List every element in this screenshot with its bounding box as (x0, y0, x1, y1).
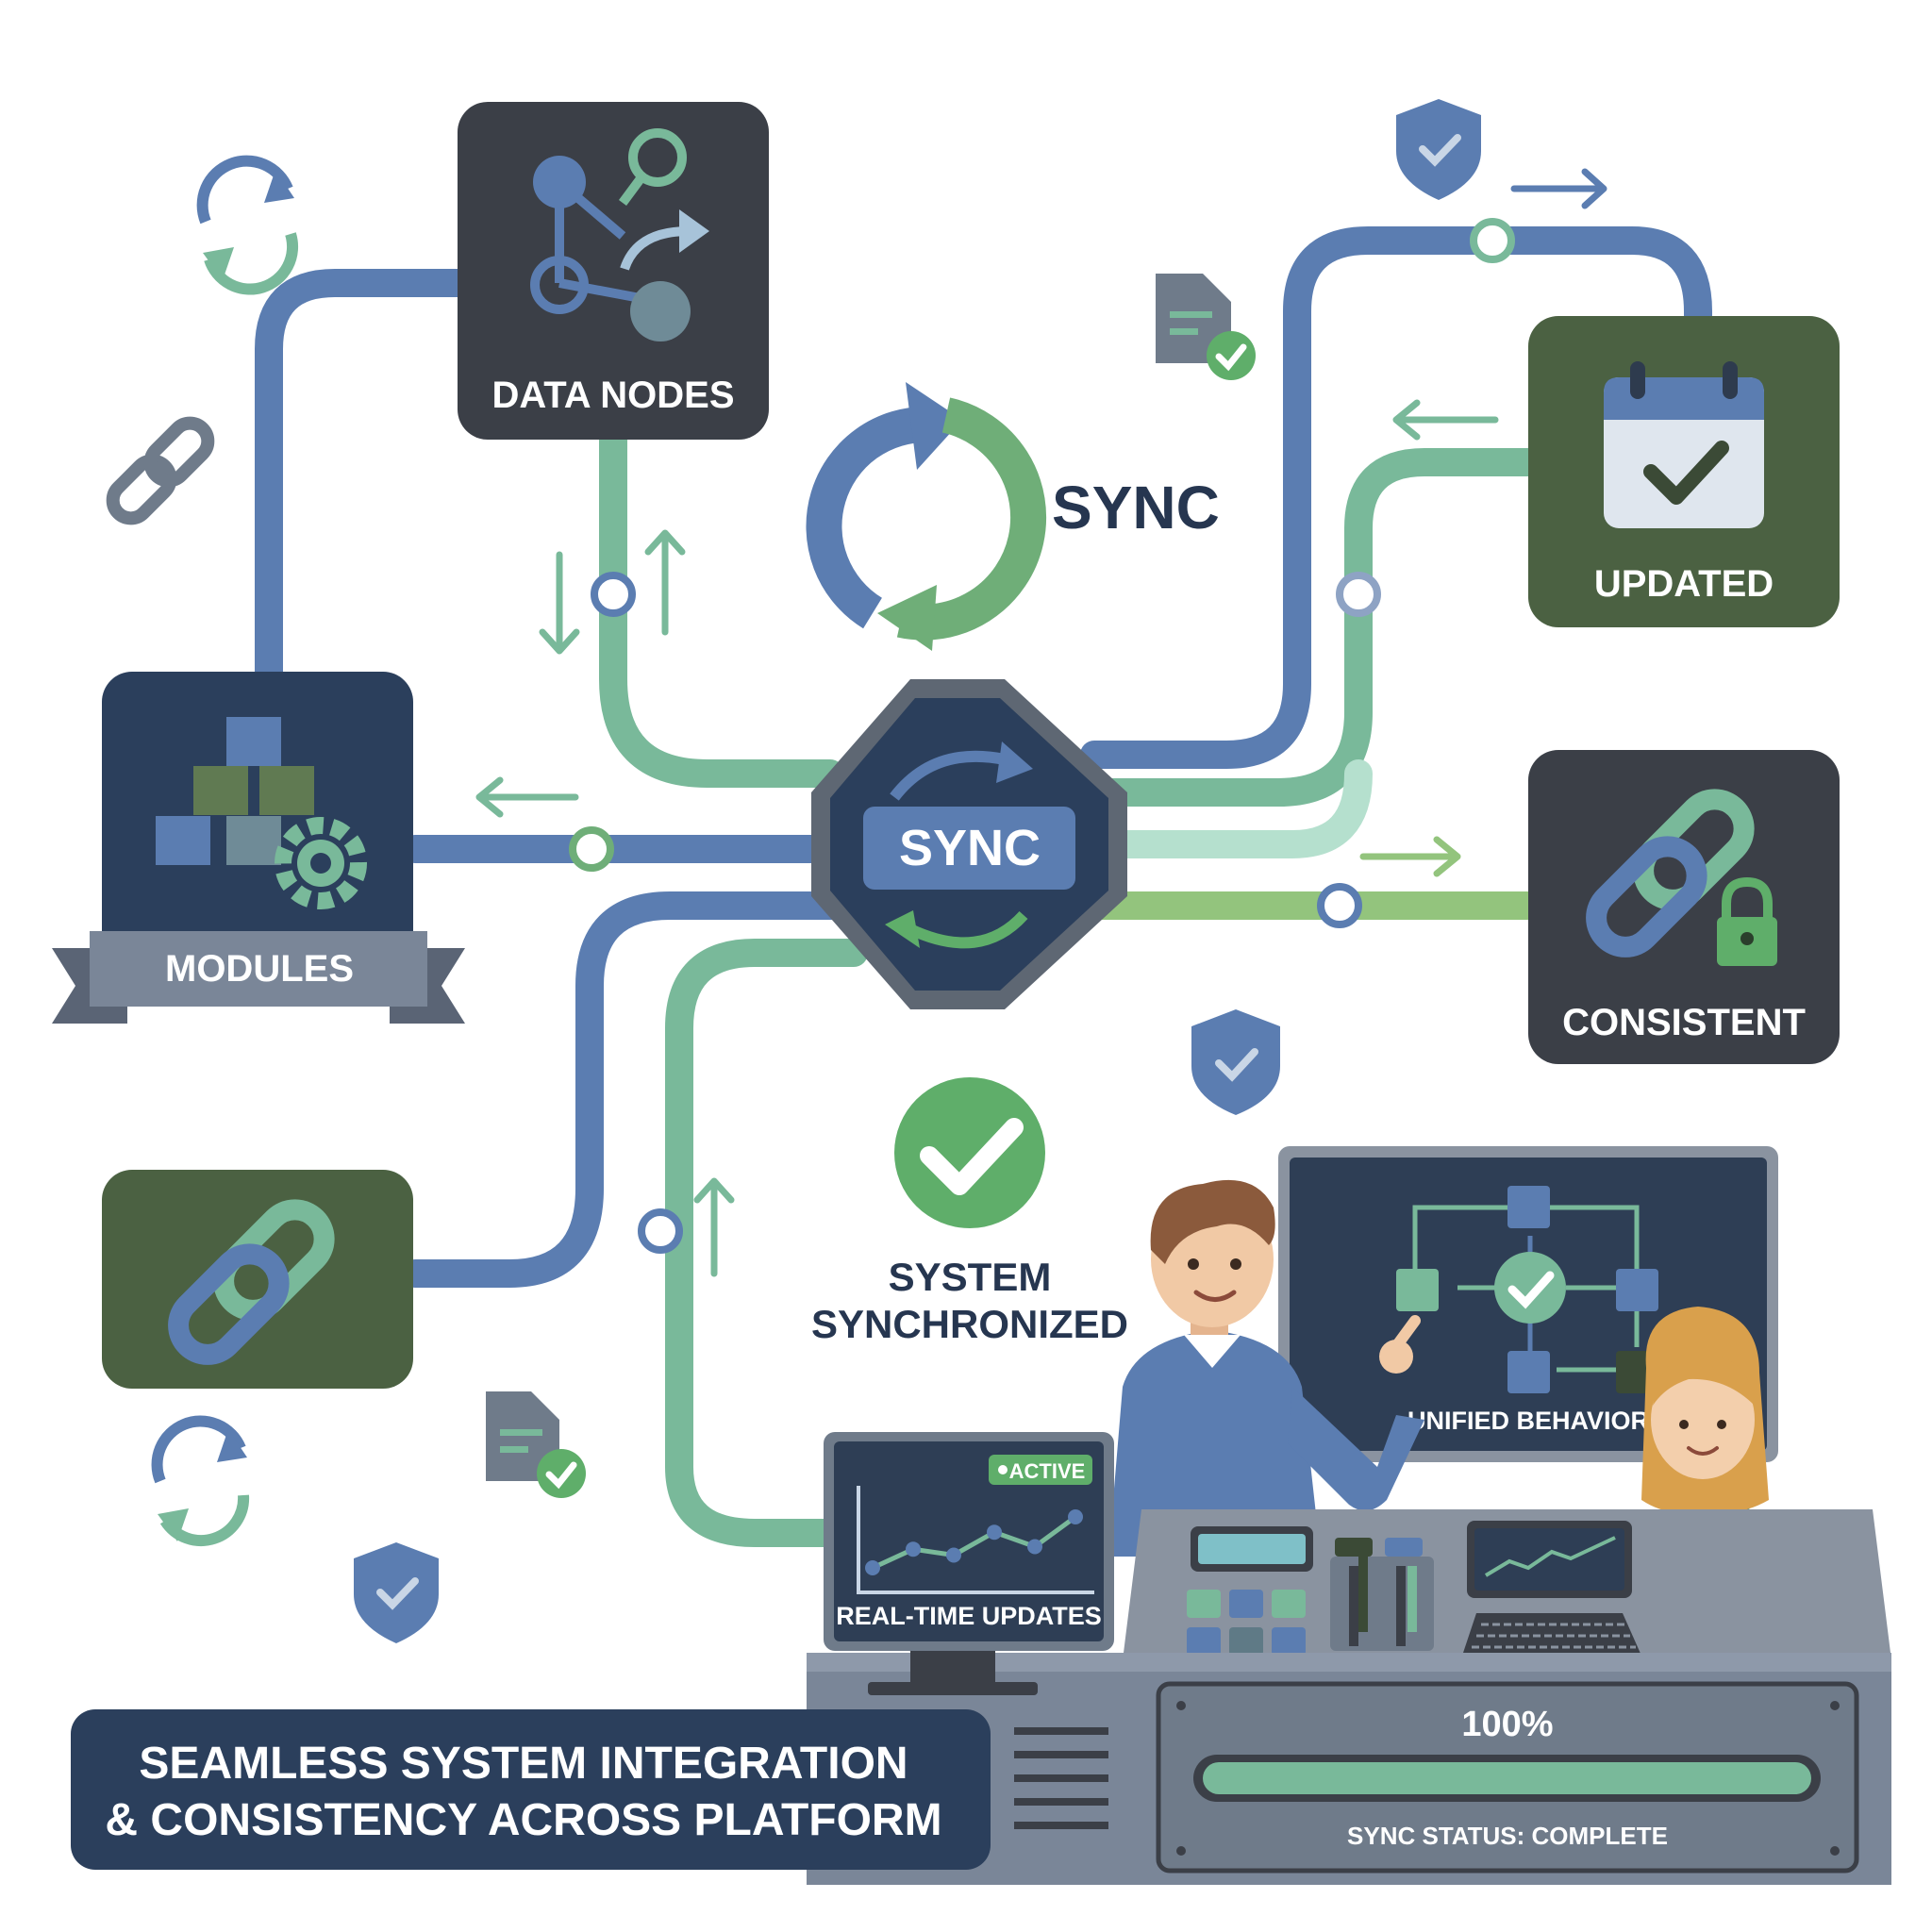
title-banner: SEAMLESS SYSTEM INTEGRATION & CONSISTENC… (71, 1709, 991, 1870)
hub-arrow-icon (890, 750, 1007, 801)
flowchart-icon (1396, 1186, 1658, 1393)
banner-line1: SEAMLESS SYSTEM INTEGRATION (139, 1739, 908, 1789)
link-card[interactable] (102, 1170, 413, 1389)
hub-arrow-icon (908, 910, 1028, 949)
pipe-connectors (569, 218, 1515, 1254)
consistent-label: CONSISTENT (1562, 1002, 1806, 1043)
lock-icon (1717, 876, 1777, 966)
check-circle-icon (894, 1077, 1045, 1228)
link-lock-icon (1586, 789, 1755, 958)
pipes (255, 226, 1712, 1547)
flow-arrows (475, 168, 1607, 1277)
system-status-line2: SYNCHRONIZED (811, 1302, 1128, 1346)
consistent-card[interactable]: CONSISTENT (1528, 750, 1840, 1064)
realtime-updates-monitor: ACTIVE REAL-TIME UPDATES (824, 1432, 1114, 1695)
unified-behavior-caption: UNIFIED BEHAVIOR (1407, 1407, 1649, 1435)
arrow-left-icon (1392, 399, 1499, 441)
link-icon (168, 1199, 335, 1365)
modules-ribbon (52, 931, 465, 1024)
shield-check-icon (354, 1542, 439, 1643)
pipe-hub-monitor (665, 939, 868, 1547)
updated-label: UPDATED (1594, 563, 1774, 605)
banner-line2: & CONSISTENCY ACROSS PLATFORM (105, 1795, 941, 1845)
trend-point (865, 1560, 880, 1575)
refresh-icon (151, 1415, 250, 1547)
trend-point (906, 1541, 921, 1557)
progress-percent: 100% (1461, 1705, 1553, 1744)
trend-point (987, 1524, 1002, 1541)
cubes-gear-icon (156, 717, 367, 909)
link-icon (106, 416, 215, 525)
active-badge (989, 1455, 1092, 1485)
data-nodes-card[interactable]: DATA NODES (458, 102, 769, 440)
sync-cycle-icon (806, 382, 1047, 651)
keyboard (1462, 1613, 1641, 1656)
lever-controls (1330, 1538, 1434, 1651)
network-graph-icon (530, 128, 709, 341)
active-badge-label: ACTIVE (1009, 1459, 1086, 1483)
chart-axes (857, 1486, 1094, 1594)
realtime-caption: REAL-TIME UPDATES (836, 1602, 1102, 1630)
progress-fill (1203, 1762, 1811, 1794)
sync-hub[interactable]: SYNC (811, 679, 1127, 1009)
pipe-datanodes-hub (599, 425, 844, 788)
hub-label: SYNC (899, 820, 1041, 876)
modules-card[interactable]: MODULES (52, 672, 465, 1024)
arrow-down-icon (539, 551, 580, 655)
data-nodes-label: DATA NODES (491, 375, 734, 416)
pipe-hub-linkbox (401, 891, 863, 1288)
shield-check-icon (1191, 1009, 1280, 1115)
pipe-hub-updated-green (1080, 448, 1542, 807)
trend-point (946, 1547, 961, 1563)
arrow-right-icon (1510, 168, 1607, 209)
system-status-line1: SYSTEM (889, 1255, 1052, 1299)
pipe-hub-updated-blue (1080, 226, 1712, 769)
arrow-up-icon (693, 1177, 735, 1277)
console-mini-screen (1467, 1521, 1632, 1598)
pipe-modules-datanodes (255, 269, 476, 698)
trend-point (1068, 1509, 1083, 1524)
sync-label: SYNC (1052, 474, 1220, 541)
man-presenter (1108, 1179, 1424, 1557)
document-check-icon (486, 1391, 586, 1498)
arrow-left-icon (475, 776, 579, 818)
keypad (1187, 1590, 1306, 1656)
document-check-icon (1156, 274, 1256, 380)
arrow-right-icon (1359, 836, 1461, 877)
shield-check-icon (1396, 99, 1481, 200)
arrow-up-icon (644, 529, 686, 636)
modules-label: MODULES (165, 948, 354, 990)
refresh-icon (196, 155, 298, 295)
sync-status-text: SYNC STATUS: COMPLETE (1347, 1822, 1668, 1850)
vent-lines (1014, 1727, 1108, 1829)
trend-points (865, 1509, 1083, 1575)
calendar-check-icon (1604, 361, 1764, 528)
updated-card[interactable]: UPDATED (1528, 316, 1840, 627)
system-synchronized: SYSTEM SYNCHRONIZED (811, 1077, 1128, 1346)
trend-point (1027, 1539, 1042, 1555)
pipe-hub-light (1080, 759, 1373, 858)
